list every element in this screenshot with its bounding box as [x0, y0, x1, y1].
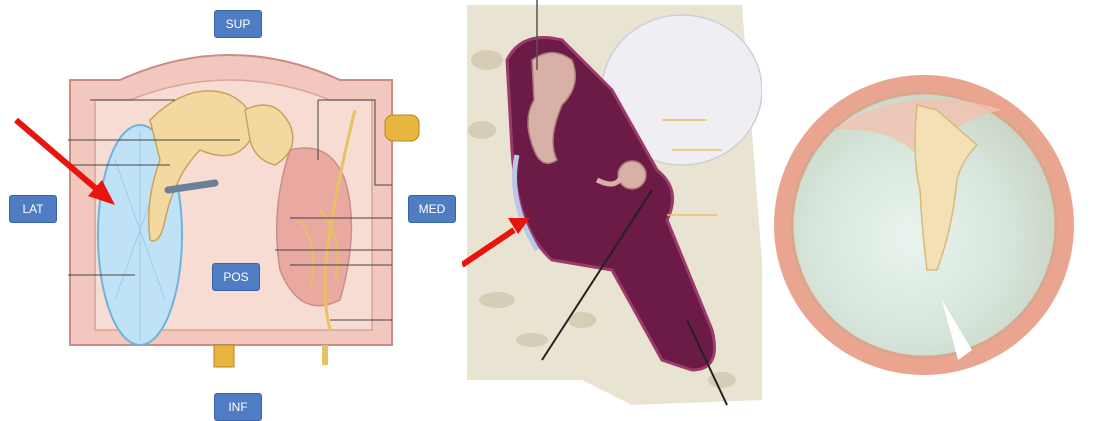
- medial-label: MED: [408, 195, 456, 223]
- posterior-label: POS: [212, 263, 260, 291]
- inferior-label: INF: [214, 393, 262, 421]
- red-arrow-icon: [0, 0, 460, 419]
- lateral-label: LAT: [9, 195, 57, 223]
- middle-ear-box-diagram: SUP LAT MED POS INF: [0, 0, 460, 419]
- red-arrow-icon: [462, 0, 762, 419]
- otoscopic-drawing: [772, 0, 1093, 419]
- otoscopic-tympanic-membrane-view: [772, 0, 1093, 419]
- coronal-section-illustration: [462, 0, 762, 419]
- superior-label: SUP: [214, 10, 262, 38]
